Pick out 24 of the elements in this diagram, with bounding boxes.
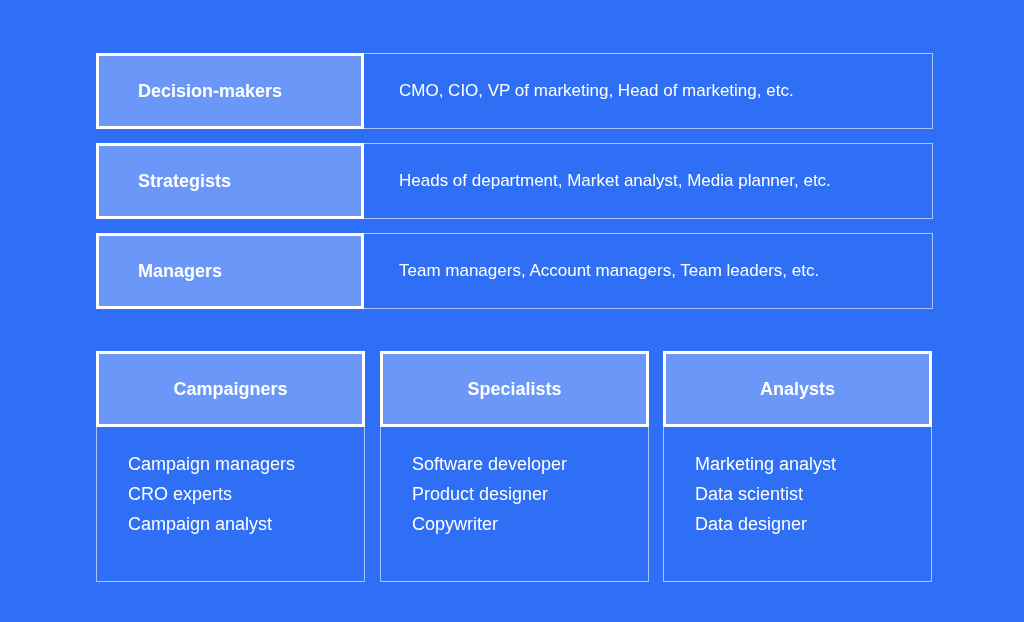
- role-column-panel: [663, 351, 932, 582]
- list-item: Marketing analyst: [695, 454, 837, 475]
- role-heading: Decision-makers: [96, 53, 364, 129]
- role-heading: Managers: [96, 233, 364, 309]
- list-item: Campaign managers: [128, 454, 296, 475]
- list-item: CRO experts: [128, 484, 233, 505]
- list-item: Data designer: [695, 514, 808, 535]
- role-column-panel: [96, 351, 365, 582]
- role-column-panel: [380, 351, 649, 582]
- role-heading: Campaigners: [96, 351, 365, 427]
- role-description: Heads of department, Market analyst, Media planner, etc.: [399, 170, 831, 192]
- list-item: Data scientist: [695, 484, 804, 505]
- role-heading: Strategists: [96, 143, 364, 219]
- role-row-panel: [96, 233, 933, 309]
- role-row-panel: [96, 53, 933, 129]
- role-heading: Analysts: [663, 351, 932, 427]
- list-item: Product designer: [412, 484, 549, 505]
- role-description: Team managers, Account managers, Team leaders, etc.: [399, 260, 820, 282]
- role-row-panel: [96, 143, 933, 219]
- list-item: Campaign analyst: [128, 514, 273, 535]
- role-description: CMO, CIO, VP of marketing, Head of marketing, etc.: [399, 80, 794, 102]
- list-item: Software developer: [412, 454, 568, 475]
- role-heading: Specialists: [380, 351, 649, 427]
- list-item: Copywriter: [412, 514, 499, 535]
